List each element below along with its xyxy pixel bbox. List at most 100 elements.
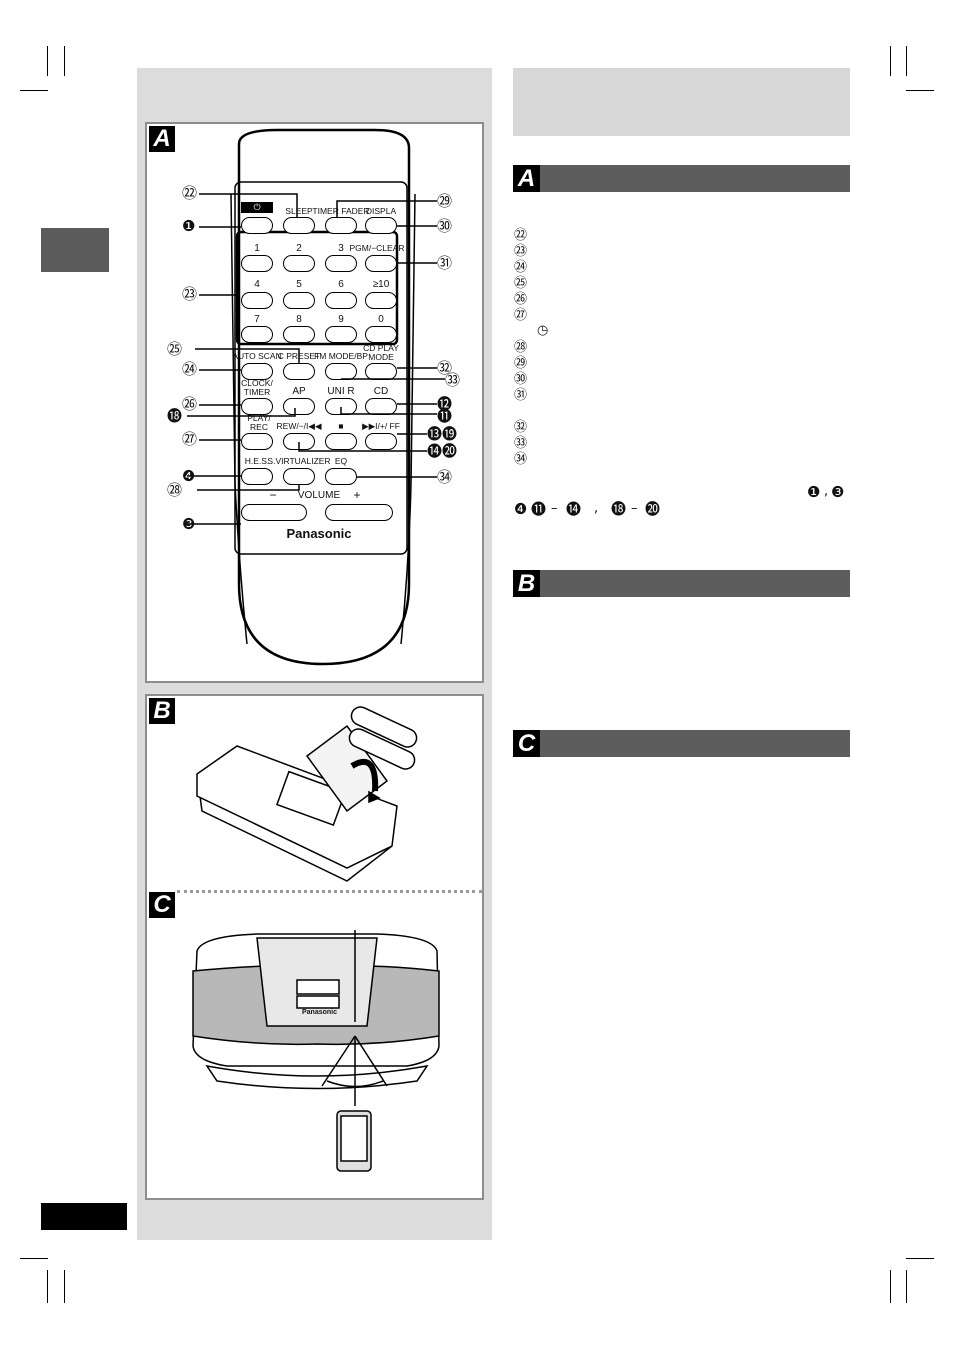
- digit-7-label: 7: [254, 314, 260, 325]
- power-label: ⏻: [241, 202, 273, 213]
- digit-9-button[interactable]: [325, 326, 357, 343]
- power-button[interactable]: [241, 217, 273, 234]
- digit-1-button[interactable]: [241, 255, 273, 272]
- callout-33: ㉝: [445, 371, 461, 389]
- section-b-bar: B: [513, 570, 850, 597]
- callout-14-20: ⓮⓴: [427, 442, 458, 460]
- list-item-32: ㉜: [514, 420, 528, 435]
- digit-7-button[interactable]: [241, 326, 273, 343]
- digit-5-button[interactable]: [283, 292, 315, 309]
- stop-label: ■: [338, 421, 344, 431]
- volume-up-button[interactable]: [325, 504, 393, 521]
- list-item-22: ㉒: [514, 228, 528, 243]
- digit-2-button[interactable]: [283, 255, 315, 272]
- list-item-25: ㉕: [514, 276, 528, 291]
- callout-3: ❸: [182, 515, 196, 533]
- volume-label: VOLUME: [297, 490, 341, 501]
- svirtualizer-label: S.VIRTUALIZER: [267, 456, 331, 466]
- power-icon: ⏻: [253, 202, 261, 212]
- figure-a-frame: A ⏻ SLEEP TIMER FADER DISPLA 1 2 3 PGM/−…: [145, 122, 484, 683]
- callout-4: ❹: [182, 467, 196, 485]
- clock-timer-button[interactable]: [241, 398, 273, 415]
- ap-button[interactable]: [283, 398, 315, 415]
- hes-button[interactable]: [241, 468, 273, 485]
- clock-timer-label: CLOCK/ TIMER: [241, 378, 273, 397]
- digit-10-button[interactable]: [365, 292, 397, 309]
- crop-mark: [20, 1258, 48, 1259]
- digit-5-label: 5: [296, 279, 302, 290]
- timer-fader-button[interactable]: [325, 217, 357, 234]
- section-c-bar: C: [513, 730, 850, 757]
- digit-9-label: 9: [338, 314, 344, 325]
- crop-mark: [906, 1258, 934, 1259]
- ref-3: ❸: [831, 483, 845, 501]
- figure-a-letter: A: [149, 126, 175, 152]
- digit-3-button[interactable]: [325, 255, 357, 272]
- fm-mode-label: FM MODE/BP: [314, 351, 368, 361]
- ref-1: ❶: [807, 483, 821, 501]
- crop-mark: [890, 46, 891, 76]
- sleep-label: SLEEP: [285, 206, 313, 216]
- callout-1: ❶: [182, 217, 196, 235]
- side-tab: [41, 228, 109, 272]
- clock-icon: ◷: [537, 323, 549, 338]
- list-item-29: ㉙: [514, 356, 528, 371]
- uni-r-label: UNI R: [327, 386, 355, 397]
- list-item-31: ㉛: [514, 388, 528, 403]
- page-number-bar: [41, 1203, 127, 1230]
- hes-label: H.E.S.: [244, 456, 270, 466]
- callout-lines: [187, 193, 445, 525]
- stop-button[interactable]: [325, 433, 357, 450]
- callout-23: ㉓: [182, 285, 198, 303]
- digit-6-button[interactable]: [325, 292, 357, 309]
- digit-2-label: 2: [296, 243, 302, 254]
- auto-scan-label: AUTO SCAN: [232, 351, 282, 361]
- crop-mark: [20, 90, 48, 91]
- digit-0-button[interactable]: [365, 326, 397, 343]
- crop-mark: [47, 46, 48, 76]
- crop-mark: [890, 1270, 891, 1303]
- crop-mark: [47, 1270, 48, 1303]
- display-button[interactable]: [365, 217, 397, 234]
- callout-31: ㉛: [437, 254, 453, 272]
- volume-down-button[interactable]: [241, 504, 307, 521]
- rew-label: REW/−/I◀◀: [276, 421, 322, 431]
- pgm-clear-button[interactable]: [365, 255, 397, 272]
- digit-3-label: 3: [338, 243, 344, 254]
- callout-32: ㉜: [437, 359, 453, 377]
- callout-28: ㉘: [167, 481, 183, 499]
- list-item-26: ㉖: [514, 292, 528, 307]
- callout-13-19: ⓭⓳: [427, 425, 458, 443]
- ref-dash-1: –: [551, 501, 558, 516]
- callout-24: ㉔: [182, 360, 198, 378]
- digit-10-label: ≥10: [372, 279, 390, 290]
- display-label: DISPLA: [365, 206, 397, 216]
- digit-8-button[interactable]: [283, 326, 315, 343]
- callout-18: ⓲: [167, 407, 183, 425]
- eq-label: EQ: [334, 456, 348, 466]
- list-item-23: ㉓: [514, 244, 528, 259]
- callout-26: ㉖: [182, 395, 198, 413]
- section-a-letter: A: [513, 165, 540, 192]
- list-item-34: ㉞: [514, 452, 528, 467]
- digit-8-label: 8: [296, 314, 302, 325]
- unit-brand: Panasonic: [302, 1009, 338, 1016]
- callout-30: ㉚: [437, 217, 453, 235]
- figure-bc-frame: B C Panasonic: [145, 694, 484, 1200]
- ref-11: ⓫: [531, 500, 547, 518]
- pgm-clear-label: PGM/−CLEAR: [349, 243, 405, 253]
- digit-4-button[interactable]: [241, 292, 273, 309]
- crop-mark: [906, 90, 934, 91]
- volume-plus-label: +: [353, 488, 361, 502]
- ff-button[interactable]: [365, 433, 397, 450]
- ff-label: ▶▶I/+/ FF: [362, 421, 400, 431]
- ref-4: ❹: [514, 500, 528, 518]
- figure-c-letter: C: [149, 892, 175, 918]
- eq-button[interactable]: [325, 468, 357, 485]
- section-b-letter: B: [513, 570, 540, 597]
- sleep-button[interactable]: [283, 217, 315, 234]
- play-rec-button[interactable]: [241, 433, 273, 450]
- ref-dash-2: –: [631, 501, 638, 516]
- section-a-bar: A: [513, 165, 850, 192]
- auto-scan-button[interactable]: [241, 363, 273, 380]
